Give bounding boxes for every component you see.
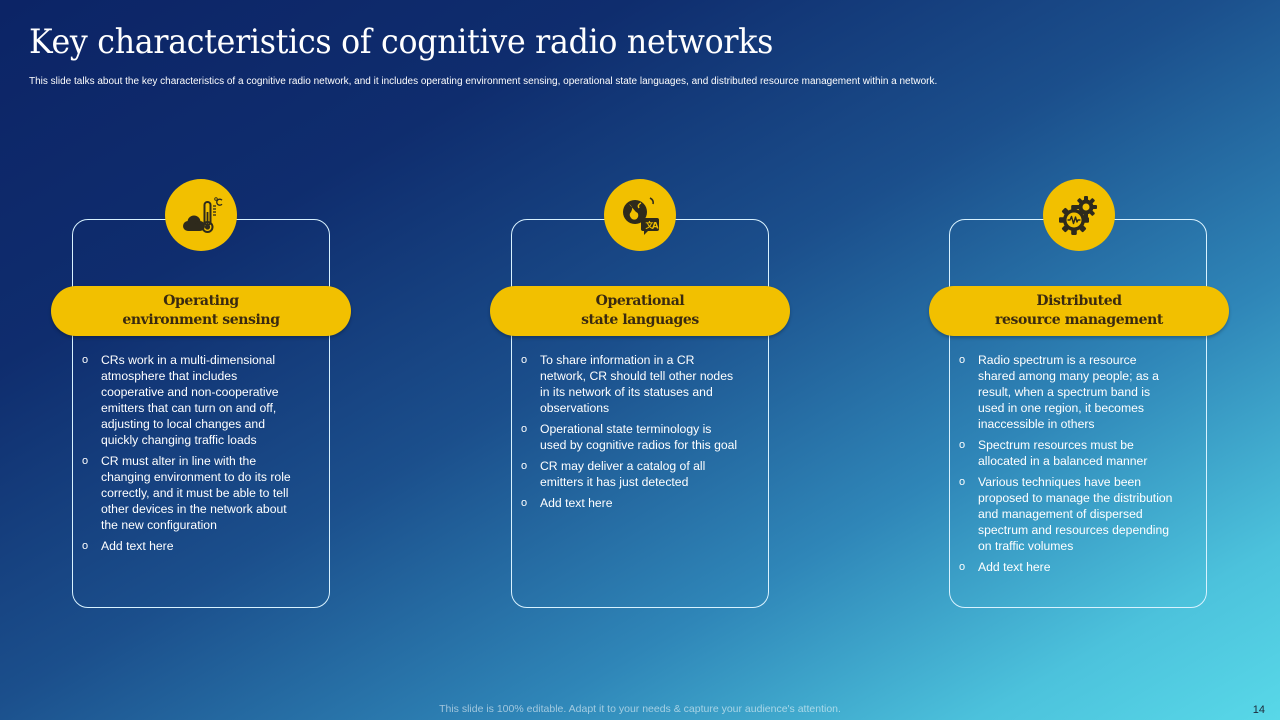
icon-badge-3: [1043, 179, 1115, 251]
page-number: 14: [1252, 704, 1265, 716]
bullet-marker: o: [959, 476, 966, 488]
bullet-marker: o: [82, 354, 89, 366]
heading-line-2: state languages: [581, 312, 699, 328]
heading-pill-operational-state-languages: Operational state languages: [490, 286, 790, 336]
icon-badge-2: 文 A: [604, 179, 676, 251]
bullet-marker: o: [82, 540, 89, 552]
bullet-marker: o: [521, 423, 528, 435]
bullet-marker: o: [959, 354, 966, 366]
heading-line-2: environment sensing: [122, 312, 280, 328]
icon-badge-1: [165, 179, 237, 251]
svg-text:A: A: [652, 222, 659, 232]
heading-line-1: Operating: [163, 293, 239, 309]
bullet-marker: o: [959, 561, 966, 573]
slide-title: Key characteristics of cognitive radio n…: [29, 22, 774, 62]
heading-line-2: resource management: [995, 312, 1163, 328]
slide-subtitle: This slide talks about the key character…: [29, 76, 938, 87]
heading-pill-operating-environment-sensing: Operating environment sensing: [51, 286, 351, 336]
bullet-marker: o: [521, 460, 528, 472]
bullet-marker: o: [521, 354, 528, 366]
globe-translate-icon: 文 A: [623, 197, 659, 235]
bullet-marker: o: [521, 497, 528, 509]
bullet-marker: o: [82, 455, 89, 467]
weather-thermometer-icon: [183, 197, 223, 233]
footer-note: This slide is 100% editable. Adapt it to…: [439, 703, 841, 715]
bullet-marker: o: [959, 439, 966, 451]
gears-pulse-icon: [1059, 196, 1097, 235]
svg-text:文: 文: [646, 220, 655, 230]
heading-pill-distributed-resource-management: Distributed resource management: [929, 286, 1229, 336]
heading-line-1: Operational: [595, 293, 685, 309]
heading-line-1: Distributed: [1036, 293, 1122, 309]
